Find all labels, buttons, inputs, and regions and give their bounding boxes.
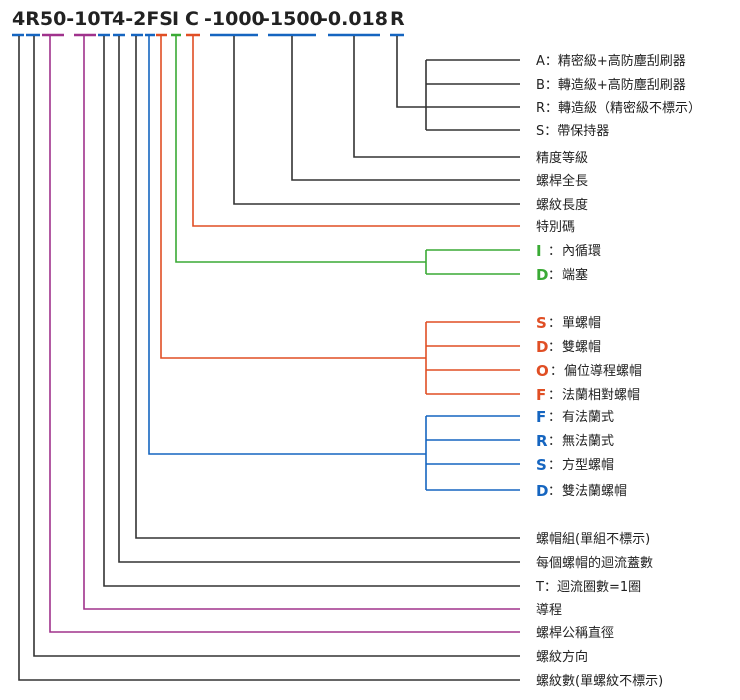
leader-nut-type: [160, 36, 426, 359]
label-circuits-per-nut: 每個螺帽的迴流蓋數: [536, 555, 653, 571]
label-lead: 導程: [536, 603, 562, 618]
code-segment-circulation: I: [172, 8, 179, 30]
leader-flange: [148, 36, 426, 455]
label-accuracy: 精度等級: [536, 150, 588, 166]
code-segment-screw-length: -1500: [262, 8, 323, 30]
labels: A：精密級+高防塵刮刷器 B：轉造級+高防塵刮刷器 R：轉造級（精密級不標示） …: [535, 53, 701, 689]
leader-thread-length: [233, 36, 520, 205]
label-special-code: 特別碼: [536, 220, 575, 235]
key-nut-o: O: [536, 362, 549, 380]
leader-lead: [83, 36, 520, 610]
label-turns: T：迴流圈數=1圈: [535, 580, 641, 595]
label-thread-length: 螺紋長度: [536, 197, 588, 213]
label-thread-starts: 螺紋數(單螺紋不標示): [536, 674, 663, 689]
code-segment-grade: R: [390, 8, 405, 30]
code-segment-special: C: [185, 8, 199, 30]
key-flange-f: F: [536, 408, 546, 426]
key-nut-f: F: [536, 386, 546, 404]
leader-thread-direction: [33, 36, 520, 657]
part-number-code: 4R50-10T 4-2FS I C -1000 -1500 -0.018 R: [12, 8, 405, 30]
label-thread-direction: 螺紋方向: [536, 649, 588, 665]
label-screw-length: 螺桿全長: [536, 173, 588, 189]
label-nut-d: 雙螺帽: [562, 339, 601, 355]
label-nut-o: 偏位導程螺帽: [564, 363, 642, 379]
colon-nut-f: ：: [548, 388, 561, 403]
key-nut-s: S: [536, 314, 547, 332]
key-flange-d: D: [536, 482, 548, 500]
code-segment-model: 4R50-10T: [12, 8, 114, 30]
label-grade-a: A：精密級+高防塵刮刷器: [536, 53, 686, 69]
label-flange-d: 雙法蘭螺帽: [562, 483, 627, 499]
leader-nut-set: [135, 36, 520, 539]
leader-grade: [396, 36, 426, 108]
colon-flange-d: ：: [548, 484, 561, 499]
key-flange-s: S: [536, 456, 547, 474]
colon-nut-d: ：: [548, 340, 561, 355]
colon-flange-r: ：: [548, 434, 561, 449]
label-nut-s: 單螺帽: [562, 315, 601, 331]
label-nut-f: 法蘭相對螺帽: [562, 387, 640, 403]
label-nominal-diameter: 螺桿公稱直徑: [536, 626, 614, 641]
label-flange-f: 有法蘭式: [562, 409, 614, 425]
leader-thread-starts: [18, 36, 520, 681]
label-flange-r: 無法蘭式: [562, 433, 614, 449]
key-nut-d: D: [536, 338, 548, 356]
leader-screw-length: [291, 36, 520, 181]
colon-nut-o: ：: [550, 364, 563, 379]
label-circ-i: 內循環: [562, 244, 601, 259]
leader-accuracy: [353, 36, 520, 158]
code-segment-nut: 4-2FS: [112, 8, 173, 30]
label-nut-set: 螺帽組(單組不標示): [536, 531, 650, 547]
colon-flange-s: ：: [548, 458, 561, 473]
colon-circ-d: ：: [548, 268, 561, 283]
key-circ-i: I: [536, 242, 542, 260]
label-grade-s: S：帶保持器: [536, 124, 609, 139]
label-grade-b: B：轉造級+高防塵刮刷器: [536, 77, 686, 93]
key-flange-r: R: [536, 432, 548, 450]
label-grade-r: R：轉造級（精密級不標示）: [536, 100, 701, 116]
label-flange-s: 方型螺帽: [562, 457, 614, 473]
colon-flange-f: ：: [548, 410, 561, 425]
colon-circ-i: ：: [548, 244, 561, 259]
colon-nut-s: ：: [548, 316, 561, 331]
label-circ-d: 端塞: [562, 267, 588, 283]
leader-diameter: [49, 36, 520, 633]
leader-circulation: [175, 36, 426, 263]
leader-circuits: [118, 36, 520, 563]
key-circ-d: D: [536, 266, 548, 284]
code-segment-accuracy: -0.018: [320, 8, 388, 30]
leader-special: [192, 36, 520, 227]
leader-turns: [103, 36, 520, 587]
code-segment-thread-length: -1000: [204, 8, 265, 30]
